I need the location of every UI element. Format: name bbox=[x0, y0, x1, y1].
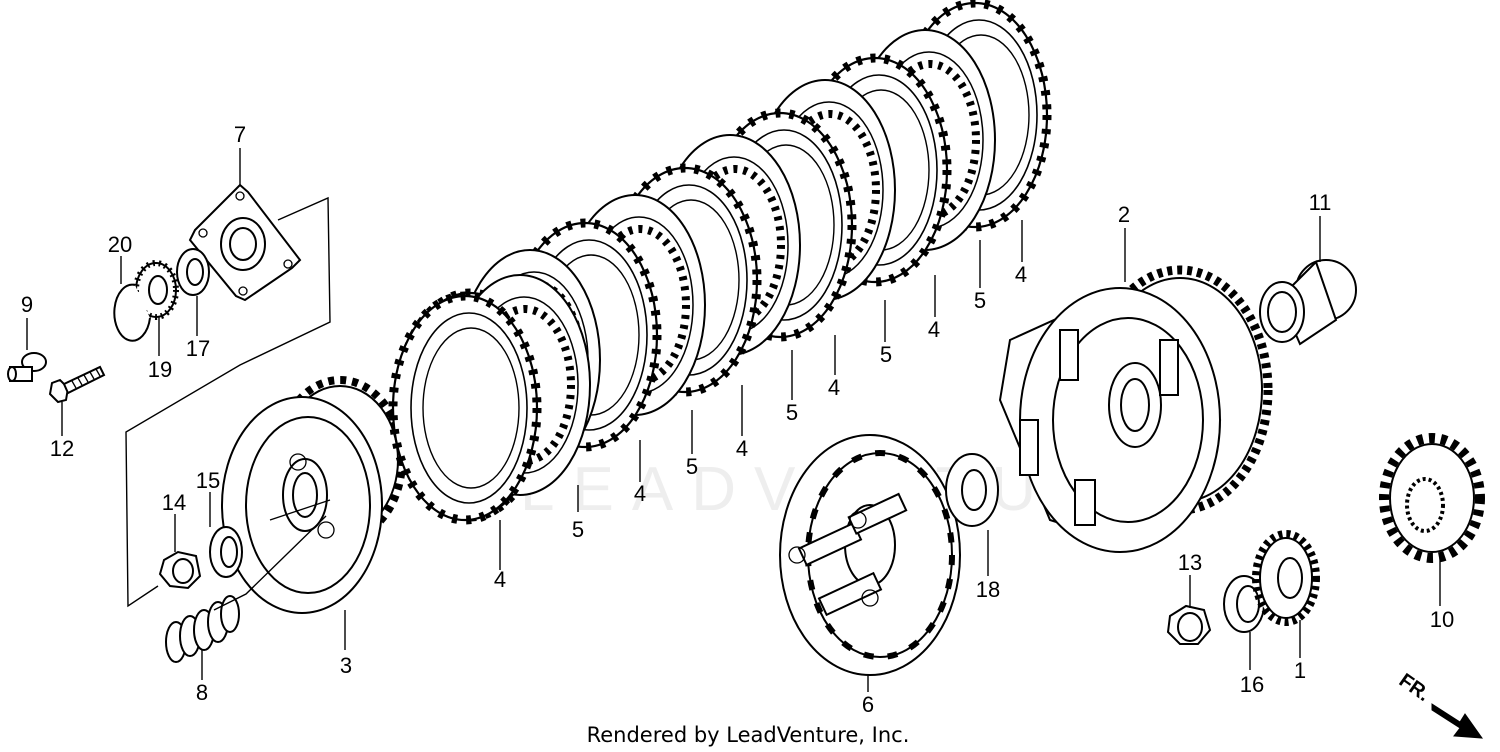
label-3: 3 bbox=[340, 653, 352, 678]
part-1-gear bbox=[1252, 530, 1320, 626]
label-14: 14 bbox=[162, 490, 186, 515]
label-4f: 4 bbox=[1015, 262, 1027, 287]
label-17: 17 bbox=[186, 336, 210, 361]
label-9: 9 bbox=[21, 292, 33, 317]
part-15-washer bbox=[209, 526, 243, 578]
front-arrow-icon bbox=[1431, 703, 1484, 739]
part-12-bolt bbox=[48, 365, 106, 404]
part-9-pin bbox=[7, 352, 47, 382]
label-13: 13 bbox=[1178, 550, 1202, 575]
label-2: 2 bbox=[1118, 202, 1130, 227]
label-8: 8 bbox=[196, 680, 208, 705]
footer-credit: Rendered by LeadVenture, Inc. bbox=[587, 723, 910, 747]
label-5d: 5 bbox=[880, 342, 892, 367]
label-7: 7 bbox=[234, 122, 246, 147]
label-16: 16 bbox=[1240, 672, 1264, 697]
label-11: 11 bbox=[1309, 190, 1332, 215]
part-20-circlip bbox=[113, 283, 151, 342]
label-15: 15 bbox=[196, 468, 220, 493]
label-4b: 4 bbox=[634, 481, 646, 506]
part-6-clutch-center bbox=[779, 434, 961, 676]
part-11-bushing bbox=[1259, 259, 1357, 346]
label-12: 12 bbox=[50, 436, 74, 461]
part-8-spring bbox=[165, 595, 240, 663]
label-5e: 5 bbox=[974, 288, 986, 313]
part-17-washer bbox=[176, 248, 210, 296]
friction-disc-1 bbox=[393, 296, 537, 520]
label-5c: 5 bbox=[786, 400, 798, 425]
label-4e: 4 bbox=[928, 317, 940, 342]
label-4d: 4 bbox=[828, 375, 840, 400]
fr-label: FR. bbox=[1395, 669, 1434, 706]
part-18-thrust-washer bbox=[945, 453, 999, 527]
label-19: 19 bbox=[148, 357, 172, 382]
callout-labels: 1 2 3 4 4 4 4 4 4 4 5 5 5 5 5 5 6 7 8 9 … bbox=[21, 122, 1454, 717]
label-6: 6 bbox=[862, 692, 874, 717]
part-13-nut bbox=[1166, 604, 1212, 645]
part-2-clutch-outer bbox=[998, 265, 1273, 553]
label-5b: 5 bbox=[686, 454, 698, 479]
label-4c: 4 bbox=[736, 436, 748, 461]
label-20: 20 bbox=[108, 232, 132, 257]
label-1: 1 bbox=[1294, 658, 1306, 683]
label-4a: 4 bbox=[494, 567, 506, 592]
label-10: 10 bbox=[1430, 607, 1454, 632]
part-14-nut bbox=[158, 550, 202, 590]
front-direction-marker: FR. bbox=[1395, 669, 1484, 739]
leader-lines bbox=[26, 148, 1441, 692]
label-5a: 5 bbox=[572, 517, 584, 542]
label-18: 18 bbox=[976, 577, 1000, 602]
part-10-sprocket bbox=[1379, 433, 1485, 563]
part-3-pressure-gear bbox=[221, 376, 406, 614]
